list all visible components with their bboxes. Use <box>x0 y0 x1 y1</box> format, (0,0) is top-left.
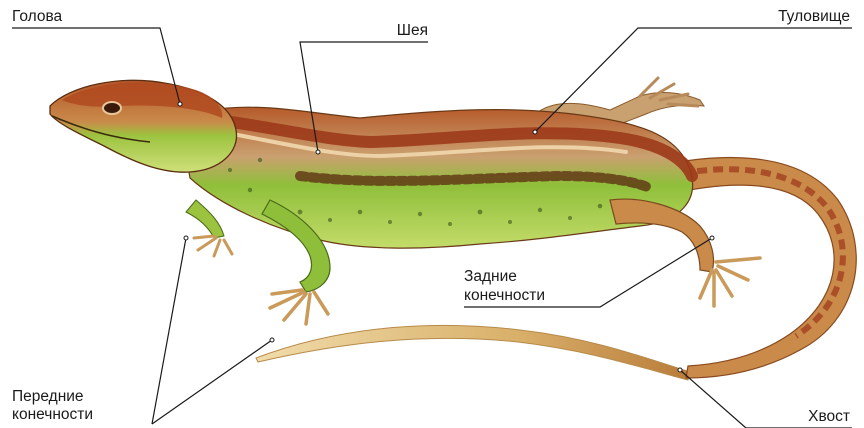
front-leg-back <box>186 200 224 238</box>
label-head: Голова <box>12 8 62 26</box>
lizard-eye <box>103 102 121 114</box>
tail-tip <box>256 325 690 380</box>
leader-fore-limbs-1 <box>152 238 186 424</box>
label-body: Туловище <box>778 8 850 26</box>
label-hind-limbs-line2: конечности <box>464 287 545 305</box>
front-foot-back-toes <box>194 236 232 256</box>
hind-leg <box>610 199 714 272</box>
front-foot-toes <box>270 290 328 324</box>
label-fore-limbs-line2: конечности <box>12 406 93 424</box>
leader-fore-limbs-2 <box>152 340 272 424</box>
label-tail: Хвост <box>808 408 850 426</box>
label-fore-limbs-line1: Передние <box>12 388 84 406</box>
label-neck: Шея <box>397 22 428 40</box>
label-hind-limbs-line1: Задние <box>464 268 517 286</box>
